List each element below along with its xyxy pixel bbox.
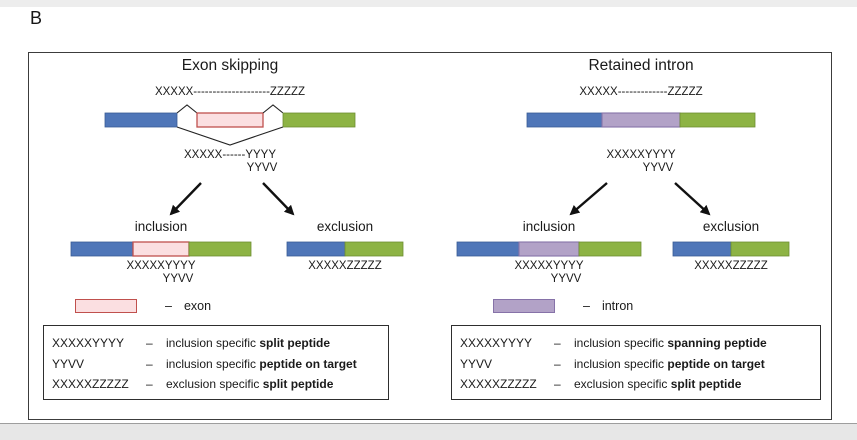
legend-description: inclusion specific peptide on target (166, 354, 357, 375)
alternative-exon-bar (196, 112, 264, 128)
dash-separator: – (583, 299, 590, 313)
legend-description: exclusion specific split peptide (574, 374, 741, 395)
arrow-to-exclusion (674, 182, 711, 216)
inclusion-blue-bar (70, 241, 134, 257)
page-bottom-margin (0, 423, 857, 440)
legend-row: XXXXXYYYY – inclusion specific spanning … (460, 333, 812, 354)
legend-row: XXXXXZZZZZ – exclusion specific split pe… (52, 374, 380, 395)
inclusion-sequence-line1: XXXXXYYYY (126, 260, 196, 272)
dash-separator: – (146, 356, 153, 371)
splice-line-right (262, 104, 284, 114)
legend-description-plain: exclusion specific (574, 377, 671, 392)
legend-key: YYVV (52, 356, 85, 371)
exon-skipping-title: Exon skipping (181, 57, 279, 74)
exon-skipping-peptide-legend: XXXXXYYYY – inclusion specific split pep… (43, 325, 389, 400)
junction-sequence-line2: YYVV (246, 162, 278, 174)
figure-border-box: Exon skipping XXXXX--------------------Z… (28, 52, 832, 420)
legend-row: XXXXXZZZZZ – exclusion specific split pe… (460, 374, 812, 395)
legend-key: XXXXXYYYY (460, 336, 533, 350)
dash-separator: – (146, 336, 153, 350)
intron-swatch-row: – intron (493, 299, 633, 313)
legend-key: XXXXXYYYY (52, 336, 125, 350)
inclusion-blue-bar (456, 241, 520, 257)
dash-separator: – (165, 299, 172, 313)
dash-separator: – (554, 336, 561, 350)
exclusion-sequence: XXXXXZZZZZ (694, 260, 768, 272)
junction-sequence-line1: XXXXX------YYYY (183, 149, 276, 161)
retained-intron-peptide-legend: XXXXXYYYY – inclusion specific spanning … (451, 325, 821, 400)
upstream-exon-blue-bar (104, 112, 178, 128)
exclusion-green-bar (344, 241, 404, 257)
exclusion-blue-bar (672, 241, 732, 257)
arrow-to-inclusion (169, 182, 202, 216)
legend-key: XXXXXZZZZZ (52, 377, 129, 392)
retained-intron-pre-mrna-sequence: XXXXX-------------ZZZZZ (579, 86, 703, 98)
exon-skipping-gene-diagram (104, 104, 356, 146)
legend-row: YYVV – inclusion specific peptide on tar… (460, 354, 812, 375)
figure-panel-label: B (30, 8, 43, 28)
legend-key: YYVV (460, 356, 493, 371)
isoform-diagrams (70, 241, 404, 257)
arrow-to-exclusion (262, 182, 295, 216)
retained-intron-title: Retained intron (588, 57, 694, 74)
retained-intron-panel: Retained intron XXXXX-------------ZZZZZ … (449, 53, 833, 419)
downstream-exon-green-bar (679, 112, 756, 128)
legend-description-bold: peptide on target (259, 356, 357, 371)
exclusion-label: exclusion (702, 219, 760, 234)
inclusion-green-bar (578, 241, 642, 257)
intron-swatch-label: intron (601, 299, 634, 313)
outcome-arrows (169, 182, 295, 216)
legend-description-plain: inclusion specific (166, 356, 260, 371)
upstream-exon-blue-bar (526, 112, 603, 128)
exon-swatch-label: exon (183, 299, 212, 313)
dash-separator: – (554, 377, 561, 392)
exon-skipping-pre-mrna-sequence: XXXXX--------------------ZZZZZ (154, 86, 306, 98)
junction-sequence-line2: YYVV (642, 162, 674, 174)
legend-row: YYVV – inclusion specific peptide on tar… (52, 354, 380, 375)
legend-description-bold: split peptide (262, 377, 334, 392)
exon-swatch-row: – exon (75, 299, 211, 313)
exclusion-sequence: XXXXXZZZZZ (308, 260, 382, 272)
inclusion-intron-bar (518, 241, 580, 257)
legend-description: exclusion specific split peptide (166, 374, 333, 395)
legend-description-plain: inclusion specific (166, 336, 260, 350)
junction-sequence-line1: XXXXXYYYY (606, 149, 676, 161)
exclusion-green-bar (730, 241, 790, 257)
retained-intron-gene-diagram (526, 112, 756, 128)
exclusion-label: exclusion (316, 219, 374, 234)
intron-swatch (493, 299, 555, 313)
outcome-arrows (569, 182, 711, 216)
splice-line-left (176, 104, 198, 114)
legend-description-plain: inclusion specific (574, 356, 668, 371)
inclusion-label: inclusion (134, 219, 188, 234)
inclusion-sequence-line1: XXXXXYYYY (514, 260, 584, 272)
arrow-to-inclusion (569, 182, 608, 216)
inclusion-green-bar (188, 241, 252, 257)
legend-description-bold: peptide on target (667, 356, 765, 371)
legend-description: inclusion specific peptide on target (574, 354, 765, 375)
legend-description-bold: split peptide (259, 336, 331, 350)
legend-key: XXXXXZZZZZ (460, 377, 537, 392)
inclusion-sequence-line2: YYVV (550, 273, 582, 285)
downstream-exon-green-bar (282, 112, 356, 128)
page-top-margin (0, 0, 857, 7)
dash-separator: – (146, 377, 153, 392)
inclusion-label: inclusion (522, 219, 576, 234)
inclusion-sequence-line2: YYVV (162, 273, 194, 285)
exon-skipping-panel: Exon skipping XXXXX--------------------Z… (35, 53, 425, 419)
legend-description-bold: spanning peptide (667, 336, 767, 350)
legend-description: inclusion specific spanning peptide (574, 333, 767, 354)
legend-description-plain: exclusion specific (166, 377, 263, 392)
inclusion-exon-bar (132, 241, 190, 257)
isoform-diagrams (456, 241, 790, 257)
retained-intron-bar (601, 112, 681, 128)
legend-description-bold: split peptide (670, 377, 742, 392)
exon-swatch (75, 299, 137, 313)
legend-description-plain: inclusion specific (574, 336, 668, 350)
exclusion-blue-bar (286, 241, 346, 257)
exon-skipping-path-line (176, 126, 284, 146)
legend-description: inclusion specific split peptide (166, 333, 330, 354)
dash-separator: – (554, 356, 561, 371)
legend-row: XXXXXYYYY – inclusion specific split pep… (52, 333, 380, 354)
